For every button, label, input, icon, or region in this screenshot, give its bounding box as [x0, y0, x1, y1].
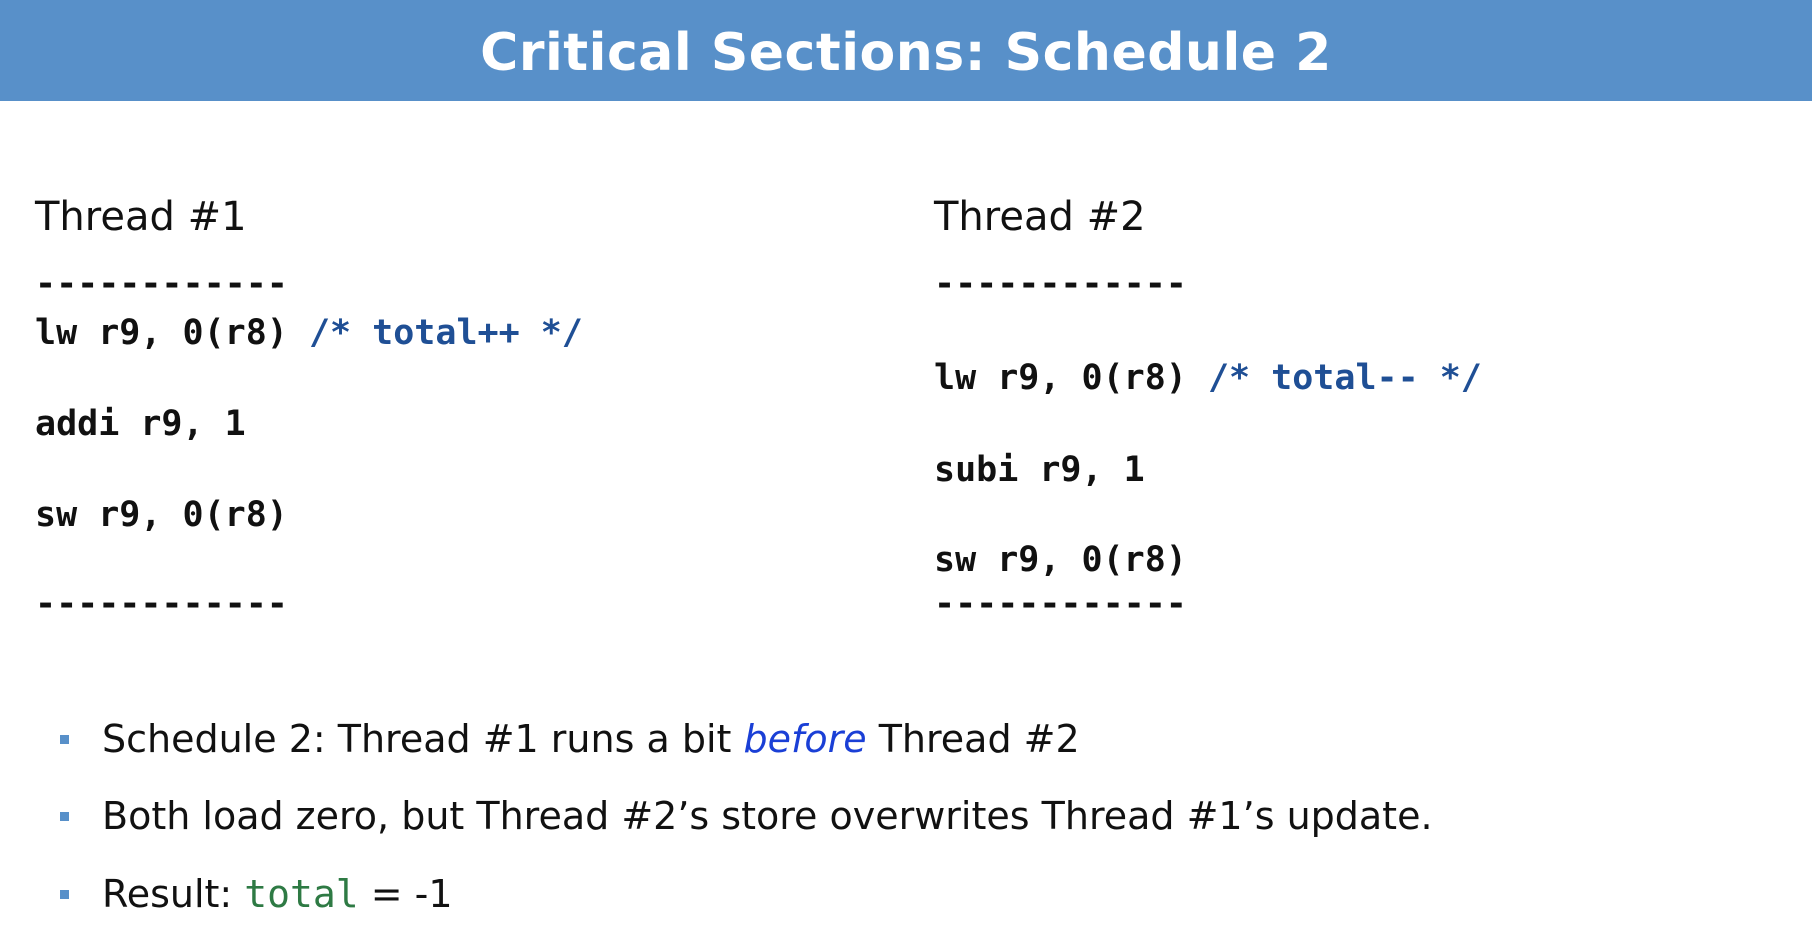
title-bar: [0, 0, 1812, 101]
bullet-1-before: Schedule 2: Thread #1 runs a bit: [102, 717, 744, 761]
bullet-1-text: Schedule 2: Thread #1 runs a bit before …: [102, 715, 1080, 763]
thread1-line-1: lw r9, 0(r8) /* total++ */: [35, 311, 583, 355]
thread1-separator-top: ------------: [35, 264, 288, 304]
slide-title: Critical Sections: Schedule 2: [480, 23, 1332, 83]
thread2-line-1-comment: /* total-- */: [1207, 358, 1482, 398]
bullet-1-after: Thread #2: [866, 717, 1080, 761]
thread2-separator-top: ------------: [934, 264, 1187, 304]
thread2-heading: Thread #2: [934, 194, 1146, 240]
thread2-line-1: lw r9, 0(r8) /* total-- */: [934, 356, 1482, 400]
thread2-separator-bottom: ------------: [934, 584, 1187, 624]
thread2-line-3-code: sw r9, 0(r8): [934, 540, 1187, 580]
bullet-1-emphasis: before: [743, 717, 867, 761]
thread1-line-3-code: sw r9, 0(r8): [35, 495, 288, 535]
bullet-3-label: Result:: [102, 872, 245, 916]
thread1-heading: Thread #1: [35, 194, 247, 240]
thread1-line-2-code: addi r9, 1: [35, 404, 246, 444]
thread1-line-3: sw r9, 0(r8): [35, 493, 288, 537]
bullet-3-variable: total: [244, 872, 359, 916]
thread2-line-1-code: lw r9, 0(r8): [934, 358, 1208, 398]
thread1-line-1-code: lw r9, 0(r8): [35, 313, 309, 353]
bullet-square-icon: [60, 812, 69, 821]
thread2-line-3: sw r9, 0(r8): [934, 538, 1187, 582]
thread1-separator-bottom: ------------: [35, 584, 288, 624]
thread2-line-2: subi r9, 1: [934, 448, 1145, 492]
bullet-square-icon: [60, 890, 69, 899]
thread1-line-1-comment: /* total++ */: [308, 313, 583, 353]
bullet-3-text: Result: total = -1: [102, 870, 453, 918]
bullet-2-text: Both load zero, but Thread #2’s store ov…: [102, 794, 1433, 838]
thread2-line-2-code: subi r9, 1: [934, 450, 1145, 490]
thread1-line-2: addi r9, 1: [35, 402, 246, 446]
bullet-3-rest: = -1: [358, 872, 453, 916]
bullet-square-icon: [60, 735, 69, 744]
